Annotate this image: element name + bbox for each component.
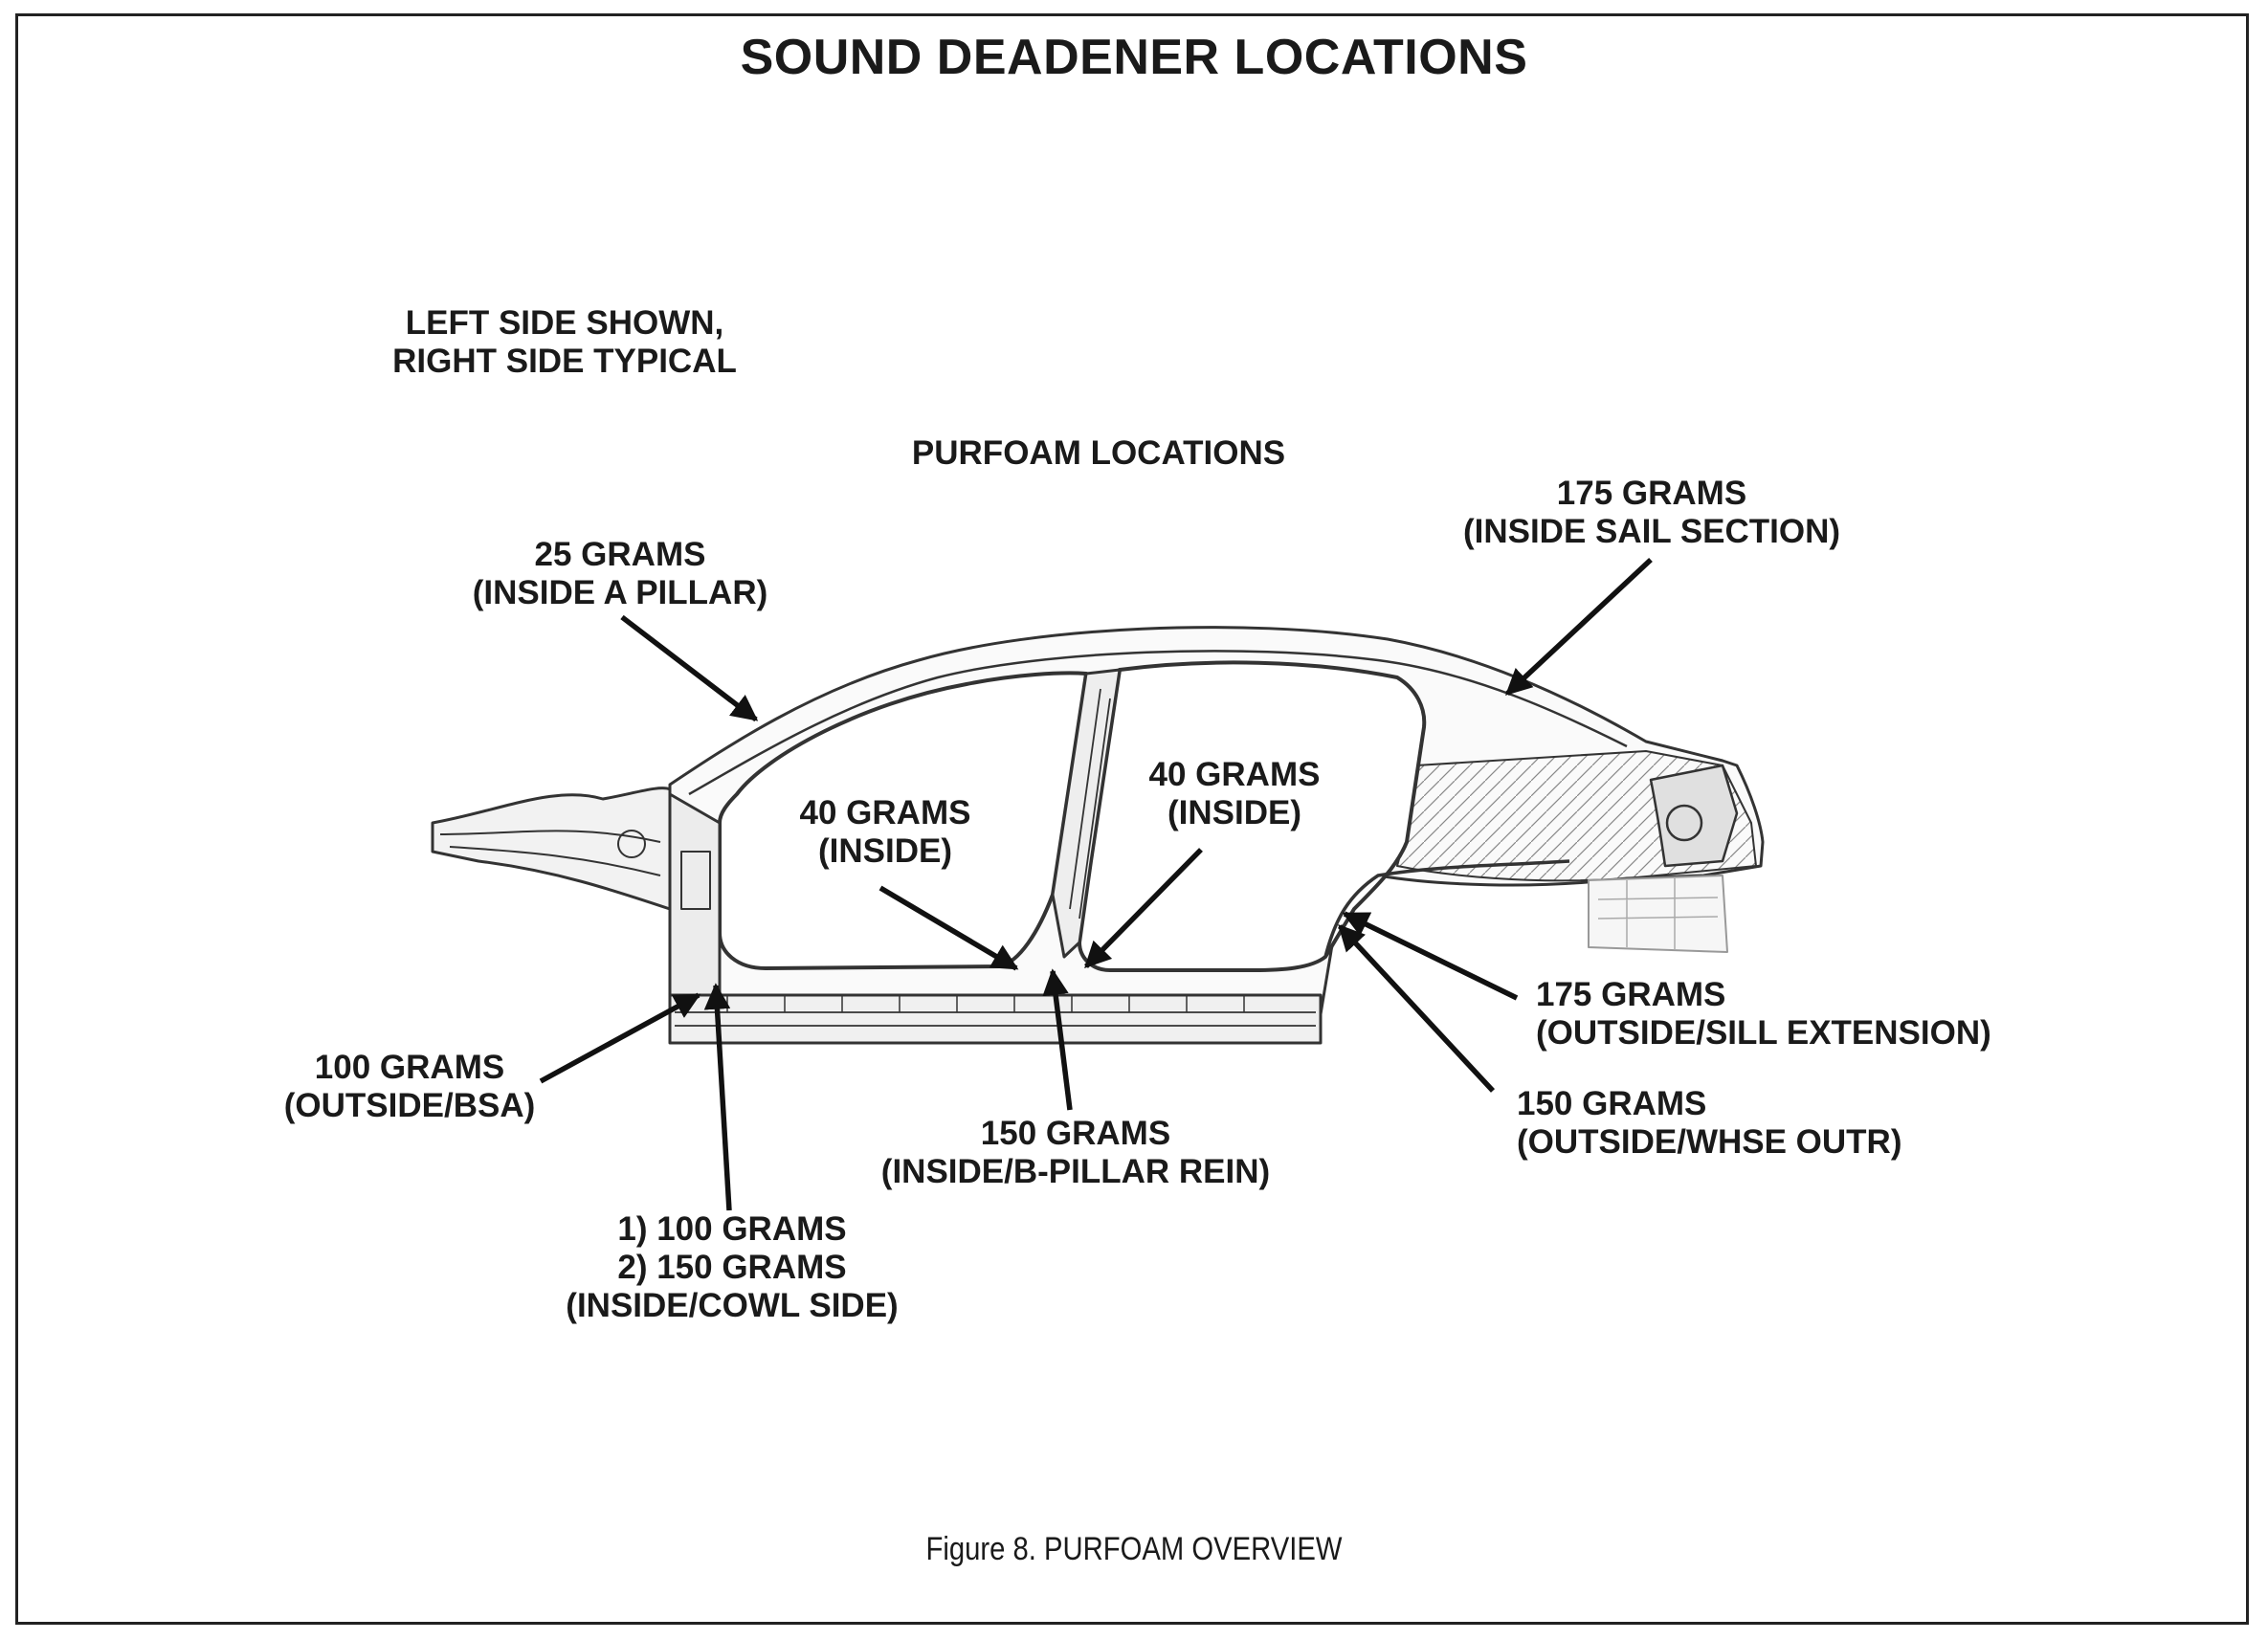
arrow-sail	[1504, 557, 1653, 697]
callout-bsa: 100 GRAMS (OUTSIDE/BSA)	[284, 1049, 536, 1125]
callout-cowl-line3: (INSIDE/COWL SIDE)	[566, 1287, 899, 1324]
callout-whse-line1: 150 GRAMS	[1517, 1085, 1707, 1122]
apron-hole	[617, 830, 646, 858]
figure-title: SOUND DEADENER LOCATIONS	[740, 30, 1528, 85]
callout-whse: 150 GRAMS (OUTSIDE/WHSE OUTR)	[1517, 1085, 1901, 1162]
callout-whse-line2: (OUTSIDE/WHSE OUTR)	[1517, 1123, 1902, 1161]
callout-b-pillar-line1: 150 GRAMS	[980, 1115, 1171, 1152]
side-note: LEFT SIDE SHOWN, RIGHT SIDE TYPICAL	[392, 304, 737, 381]
front-apron	[431, 787, 672, 911]
callout-sail-line1: 175 GRAMS	[1556, 475, 1747, 512]
callout-b-pillar-line2: (INSIDE/B-PILLAR REIN)	[880, 1153, 1271, 1190]
body-structure	[431, 626, 1765, 1045]
arrow-rear-inside	[1084, 848, 1203, 968]
callout-arrows	[539, 557, 1653, 1211]
callout-front-inside-line1: 40 GRAMS	[799, 794, 971, 831]
callout-cowl-line2: 2) 150 GRAMS	[617, 1249, 847, 1286]
callout-sill-ext: 175 GRAMS (OUTSIDE/SILL EXTENSION)	[1536, 976, 1991, 1053]
figure-caption: Figure 8. PURFOAM OVERVIEW	[925, 1531, 1343, 1567]
arrow-bsa	[539, 992, 701, 1084]
callout-bsa-line1: 100 GRAMS	[314, 1049, 505, 1086]
callout-sill-ext-line2: (OUTSIDE/SILL EXTENSION)	[1536, 1014, 1991, 1052]
callout-front-inside: 40 GRAMS (INSIDE)	[800, 794, 971, 871]
callout-cowl-line1: 1) 100 GRAMS	[617, 1210, 847, 1248]
callout-bsa-line2: (OUTSIDE/BSA)	[283, 1087, 536, 1124]
purfoam-heading: PURFOAM LOCATIONS	[911, 434, 1286, 472]
arrow-cowl	[703, 983, 732, 1211]
side-note-line1: LEFT SIDE SHOWN,	[405, 304, 724, 342]
figure-frame	[15, 13, 2249, 1625]
callout-a-pillar-line2: (INSIDE A PILLAR)	[472, 574, 768, 611]
rear-door-opening	[1078, 660, 1427, 972]
b-pillar-detail	[1069, 688, 1111, 920]
callout-sail-line2: (INSIDE SAIL SECTION)	[1462, 513, 1841, 550]
callout-b-pillar: 150 GRAMS (INSIDE/B-PILLAR REIN)	[881, 1115, 1270, 1191]
rocker-sill	[668, 993, 1323, 1045]
callout-a-pillar-line1: 25 GRAMS	[534, 536, 706, 573]
callout-front-inside-line2: (INSIDE)	[818, 832, 952, 870]
callout-a-pillar: 25 GRAMS (INSIDE A PILLAR)	[473, 536, 768, 612]
callout-sail: 175 GRAMS (INSIDE SAIL SECTION)	[1463, 475, 1840, 551]
front-apron-detail	[439, 830, 661, 876]
callout-rear-inside-line2: (INSIDE)	[1167, 794, 1301, 831]
rocker-sill-line	[675, 1011, 1316, 1027]
arrow-sill-ext	[1342, 911, 1519, 1001]
rear-bracket	[1588, 875, 1728, 953]
callout-rear-inside-line1: 40 GRAMS	[1148, 756, 1321, 793]
roof-rail	[688, 650, 1628, 796]
hinge-pillar	[668, 792, 722, 997]
arrow-whse	[1337, 923, 1496, 1093]
callout-cowl: 1) 100 GRAMS 2) 150 GRAMS (INSIDE/COWL S…	[566, 1210, 898, 1325]
arrow-a-pillar	[620, 614, 759, 722]
rear-bracket-detail	[1597, 878, 1719, 950]
side-note-line2: RIGHT SIDE TYPICAL	[392, 343, 737, 380]
rear-wheel-arch	[1323, 859, 1570, 958]
taillamp	[1649, 764, 1739, 868]
arrow-front-inside	[878, 885, 1019, 971]
b-pillar	[1051, 668, 1122, 959]
hinge-pillar-bracket	[680, 851, 711, 910]
callout-sill-ext-line1: 175 GRAMS	[1536, 976, 1726, 1013]
callout-rear-inside: 40 GRAMS (INSIDE)	[1149, 756, 1321, 832]
taillamp-bulb	[1665, 804, 1703, 842]
arrow-b-pillar	[1042, 968, 1073, 1111]
